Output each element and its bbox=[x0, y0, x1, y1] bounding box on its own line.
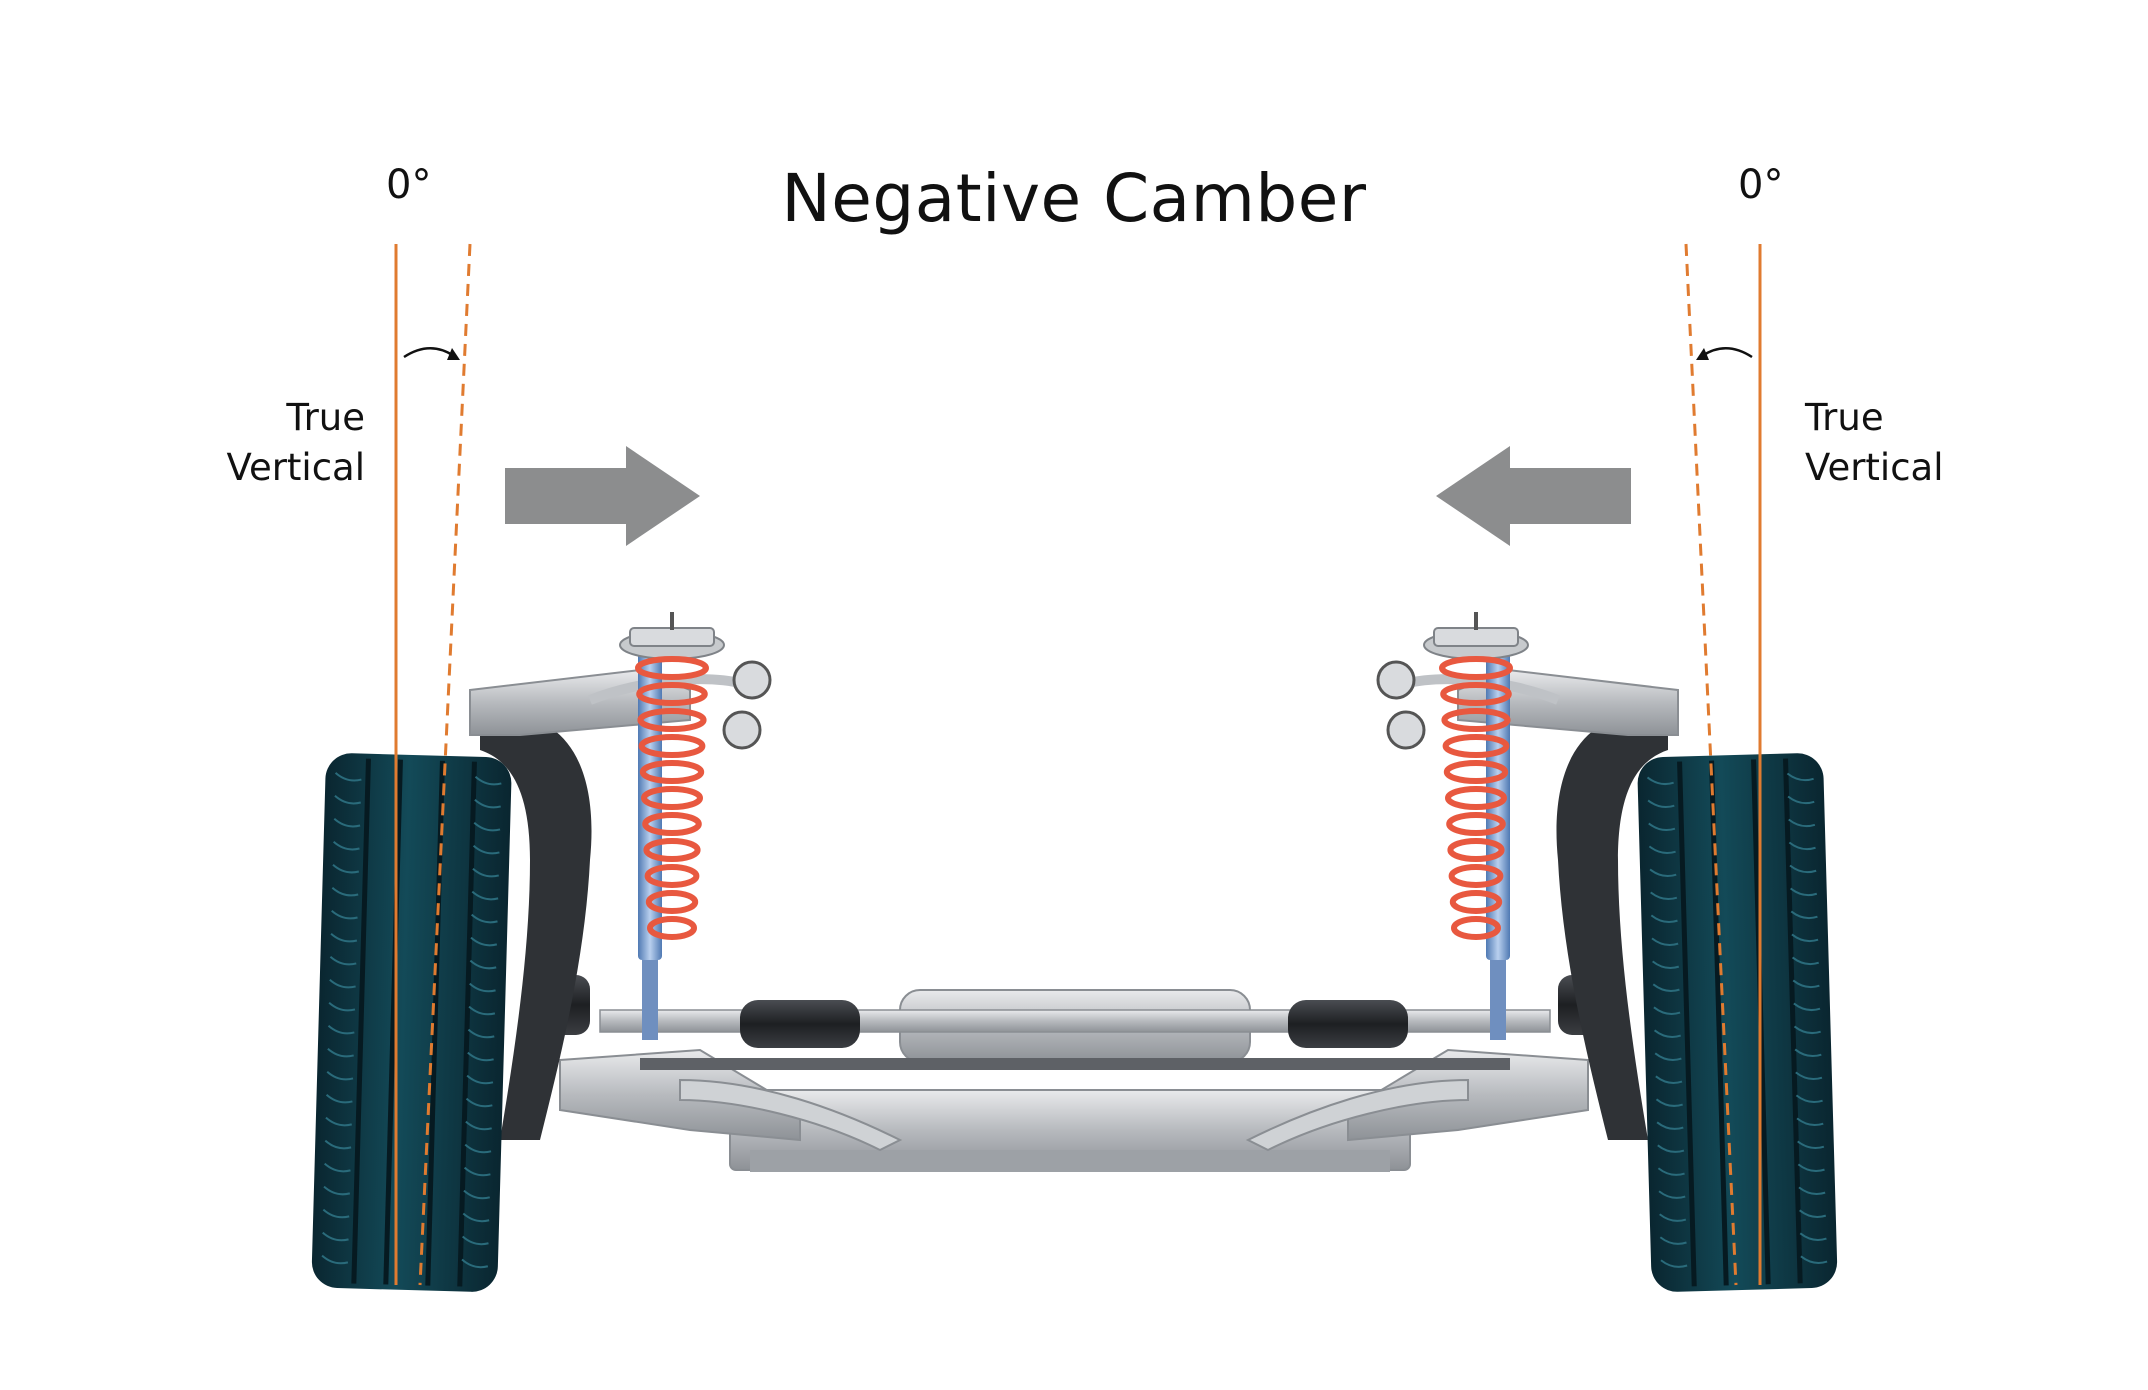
spring-coil bbox=[642, 812, 702, 836]
spring-coil bbox=[1443, 760, 1509, 784]
tire-sipe bbox=[321, 1254, 489, 1269]
tire-sipe bbox=[1649, 864, 1817, 877]
diagram-title: Negative Camber bbox=[781, 160, 1367, 237]
left-true-vertical-label: True Vertical bbox=[150, 393, 366, 493]
spring-coil bbox=[1442, 734, 1510, 758]
coil-spring-icon bbox=[1439, 656, 1513, 940]
tire-sipe bbox=[1655, 1071, 1823, 1084]
spring-coil bbox=[1440, 682, 1512, 706]
right-true-vertical-line-1: True bbox=[1805, 396, 1884, 439]
spring-coil bbox=[647, 916, 697, 940]
spring-coil bbox=[1451, 916, 1501, 940]
spring-coil bbox=[1447, 838, 1505, 862]
right-knuckle bbox=[1385, 668, 1679, 1140]
spring-coil bbox=[645, 890, 699, 914]
tire-sipe bbox=[1653, 1002, 1821, 1015]
angle-arc-icon bbox=[1696, 347, 1753, 360]
tire-sipe bbox=[1647, 795, 1815, 809]
tire-sipe bbox=[332, 864, 500, 878]
tire-sipe bbox=[323, 1162, 491, 1177]
right-angle-label: 0° bbox=[1738, 162, 1784, 208]
spring-coil bbox=[1449, 890, 1503, 914]
tire-groove bbox=[1677, 761, 1697, 1287]
tire-icon bbox=[311, 753, 512, 1292]
spring-coil bbox=[641, 786, 703, 810]
tire-sipe bbox=[325, 1116, 492, 1131]
tire-sipe bbox=[1648, 818, 1816, 831]
subframe bbox=[559, 1048, 1589, 1172]
coil-spring-icon bbox=[635, 656, 709, 940]
spring-coil bbox=[635, 656, 709, 680]
tire-sipe bbox=[1657, 1140, 1825, 1153]
left-knuckle bbox=[469, 668, 763, 1140]
tire-sipe bbox=[1656, 1117, 1824, 1130]
tire-sipe bbox=[326, 1070, 494, 1085]
spring-coil bbox=[637, 708, 707, 732]
tire-sipe bbox=[1652, 979, 1820, 992]
tire-sipe bbox=[1659, 1232, 1827, 1245]
angle-arc-icon bbox=[403, 347, 460, 360]
tire-sipe bbox=[328, 1001, 496, 1016]
tire-sipe bbox=[327, 1047, 494, 1062]
tire-sipe bbox=[329, 978, 496, 993]
right-true-vertical-line-2: Vertical bbox=[1805, 446, 1944, 489]
tire-sipe bbox=[1651, 933, 1819, 946]
tire-sipe bbox=[331, 910, 498, 924]
tire-groove bbox=[383, 759, 403, 1285]
tire-sipe bbox=[325, 1093, 493, 1108]
tire-groove bbox=[351, 758, 371, 1284]
tire-sipe bbox=[1654, 1048, 1822, 1061]
spring-coil bbox=[644, 864, 700, 888]
tire-sipe bbox=[322, 1208, 490, 1223]
tire-sipe bbox=[1659, 1209, 1827, 1222]
tire-sipe bbox=[1652, 956, 1820, 969]
tire-sipe bbox=[329, 955, 497, 970]
right-camber-line bbox=[1684, 243, 1738, 1286]
tire-sipe bbox=[332, 841, 500, 855]
tire-groove bbox=[457, 761, 477, 1287]
tire-sipe bbox=[331, 887, 499, 901]
tire-sipe bbox=[1655, 1094, 1823, 1107]
arrow-left-icon bbox=[1436, 446, 1631, 546]
spring-coil bbox=[1439, 656, 1513, 680]
tire-sipe bbox=[1660, 1255, 1828, 1268]
spring-coil bbox=[1441, 708, 1511, 732]
tire-sipe bbox=[323, 1185, 491, 1200]
tire-sipe bbox=[1657, 1163, 1825, 1176]
spring-coil bbox=[643, 838, 701, 862]
tire-sipe bbox=[327, 1024, 495, 1039]
spring-coil bbox=[1448, 864, 1504, 888]
tire-sipe bbox=[1648, 841, 1816, 854]
left-angle-label: 0° bbox=[386, 162, 432, 208]
right-true-vertical-label: True Vertical bbox=[1805, 393, 2020, 493]
spring-coil bbox=[639, 760, 705, 784]
tire-sipe bbox=[334, 795, 501, 809]
tire-sipe bbox=[1653, 1025, 1821, 1038]
tire-sipe bbox=[1658, 1186, 1826, 1199]
tire-sipe bbox=[1646, 772, 1814, 786]
tire-sipe bbox=[330, 932, 498, 947]
tire-sipe bbox=[1650, 910, 1818, 923]
tire-sipe bbox=[334, 772, 502, 786]
left-true-vertical-line-1: True bbox=[286, 396, 365, 439]
spring-coil bbox=[1445, 786, 1507, 810]
tire-sipe bbox=[1650, 887, 1818, 900]
tire-sipe bbox=[324, 1139, 492, 1154]
left-camber-line bbox=[418, 243, 472, 1286]
tire-sipe bbox=[322, 1231, 489, 1246]
tire-sipe bbox=[333, 818, 501, 832]
left-true-vertical-line-2: Vertical bbox=[226, 446, 366, 489]
tire-groove bbox=[1783, 758, 1803, 1284]
arrow-right-icon bbox=[505, 446, 700, 546]
tire-icon bbox=[1637, 753, 1838, 1292]
spring-coil bbox=[638, 734, 706, 758]
spring-coil bbox=[1446, 812, 1506, 836]
spring-coil bbox=[636, 682, 708, 706]
tire-groove bbox=[1709, 760, 1729, 1286]
